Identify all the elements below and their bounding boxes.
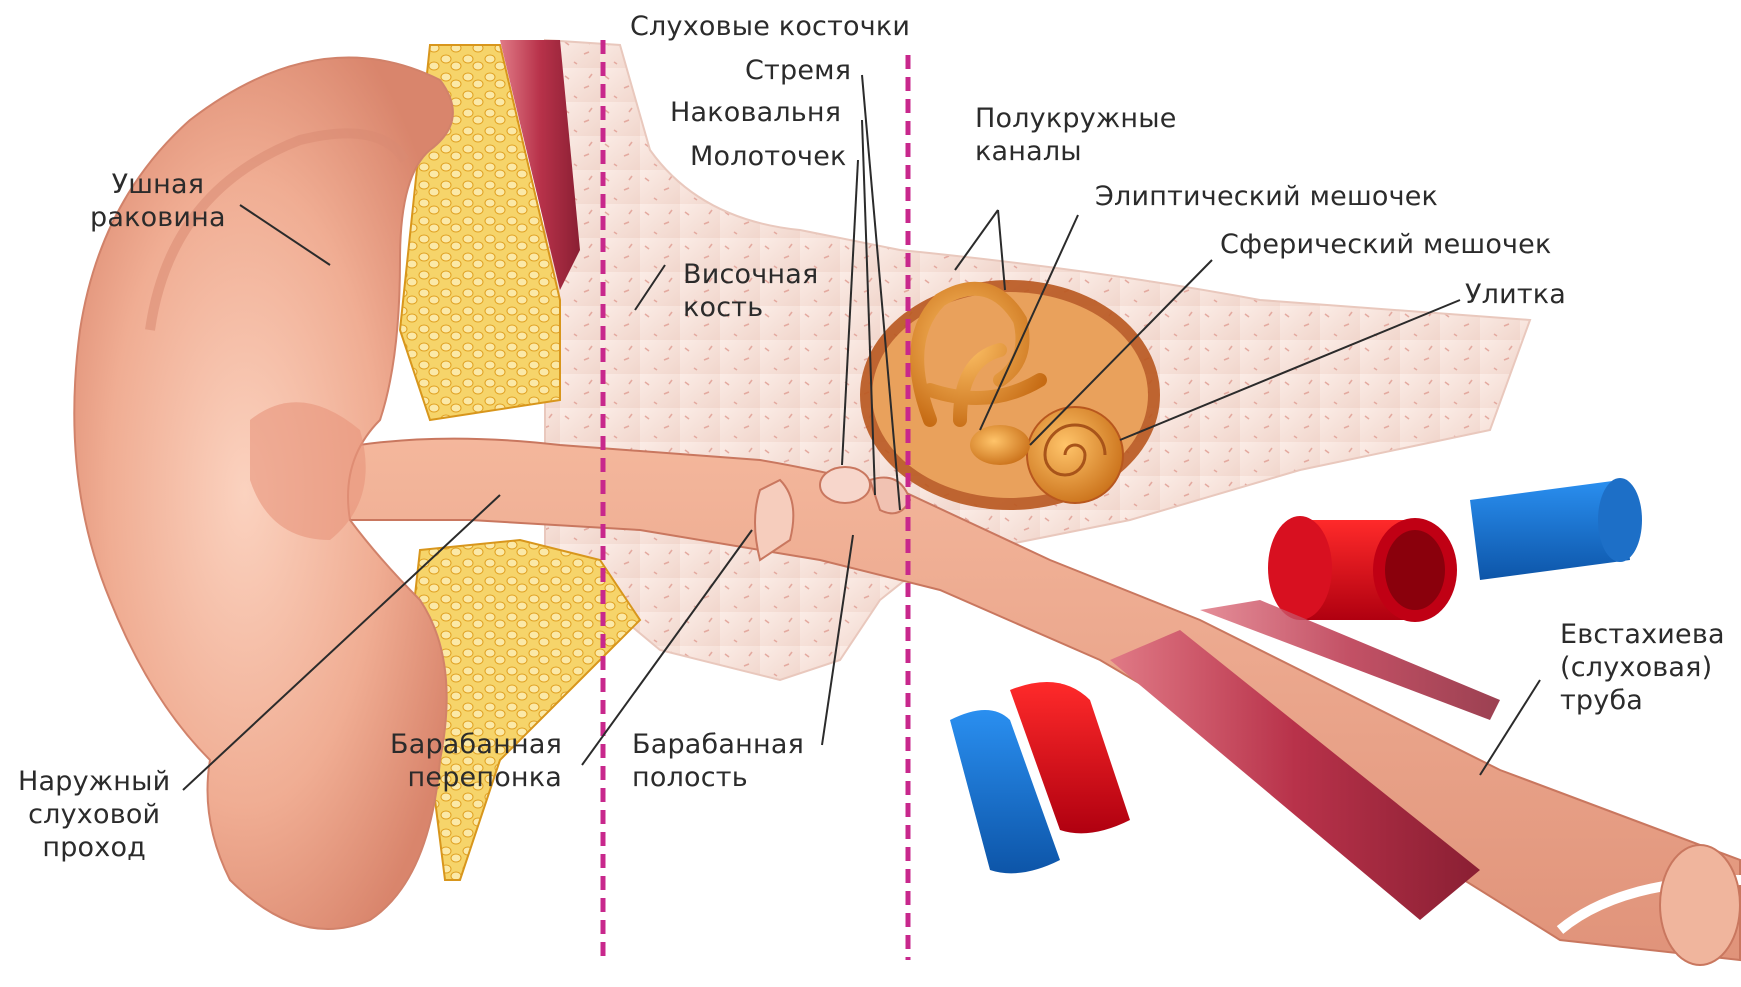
- label-semicircular-canals: Полукружные каналы: [975, 102, 1177, 168]
- vessels-right: [1268, 478, 1642, 622]
- label-temporal-bone: Височная кость: [683, 258, 818, 324]
- vessels-lower: [950, 682, 1130, 873]
- label-cochlea: Улитка: [1465, 278, 1566, 311]
- label-ossicles: Слуховые косточки: [630, 10, 910, 43]
- malleus-shape: [820, 467, 870, 503]
- eustachian-opening: [1660, 845, 1740, 965]
- cochlea-shape: [1027, 407, 1123, 503]
- label-stapes: Стремя: [745, 54, 851, 87]
- label-saccule: Сферический мешочек: [1220, 228, 1552, 261]
- label-auricle: Ушная раковина: [90, 168, 226, 234]
- label-malleus: Молоточек: [690, 140, 847, 173]
- utricle-shape: [970, 425, 1030, 465]
- label-eustachian-tube: Евстахиева (слуховая) труба: [1560, 618, 1725, 717]
- label-incus: Наковальня: [670, 96, 841, 129]
- label-utricle: Элиптический мешочек: [1095, 180, 1438, 213]
- label-eardrum: Барабанная перепонка: [390, 728, 562, 794]
- label-tympanic-cavity: Барабанная полость: [632, 728, 804, 794]
- label-ear-canal: Наружный слуховой проход: [18, 765, 170, 864]
